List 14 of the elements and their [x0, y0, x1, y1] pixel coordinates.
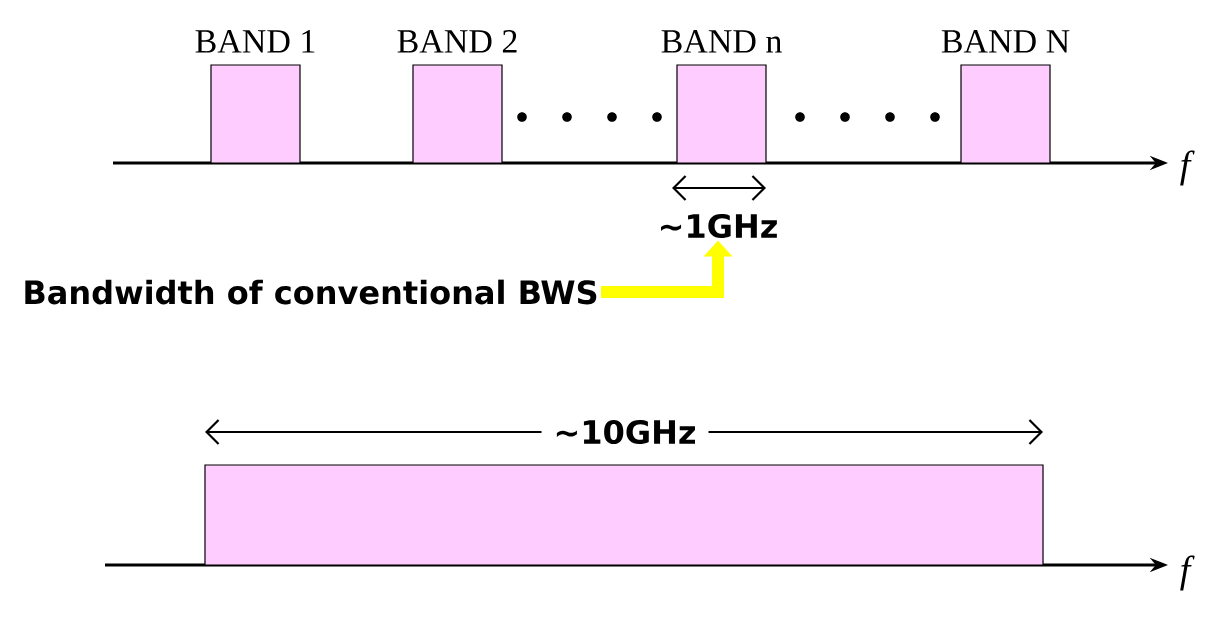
node-label: BAND 2 [397, 29, 517, 53]
axis-label: f [1180, 555, 1195, 591]
text-label: ∼1GHz [661, 213, 777, 239]
band-box: BAND 1 [195, 30, 315, 164]
axis-label: f [1180, 150, 1195, 186]
band-box: BAND n [661, 30, 782, 164]
band-box [204, 464, 1044, 566]
node-label: BAND 1 [195, 30, 315, 53]
band-box: BAND N [941, 30, 1070, 164]
band-box: BAND 2 [397, 30, 517, 164]
node-label: BAND n [661, 30, 782, 53]
dimension-label: ∼10GHz [541, 413, 709, 451]
text-label: Bandwidth of conventional BWS [25, 279, 597, 305]
node-label: BAND N [941, 30, 1070, 53]
